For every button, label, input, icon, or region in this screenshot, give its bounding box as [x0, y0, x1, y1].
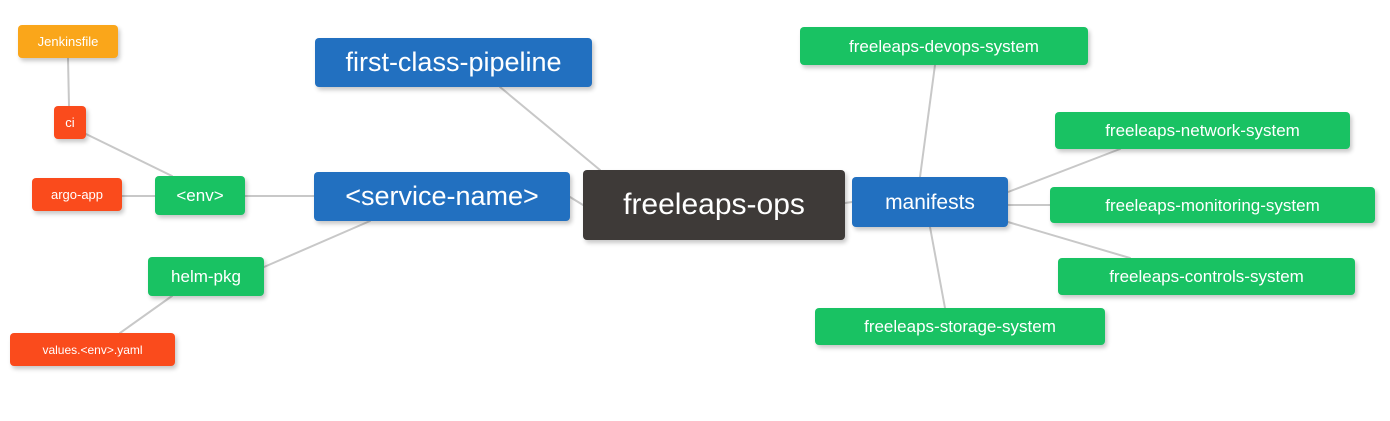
node-jenkinsfile[interactable]: Jenkinsfile [18, 25, 118, 58]
node-helm-pkg[interactable]: helm-pkg [148, 257, 264, 296]
edge-ci-to-jenkinsfile [67, 57, 70, 107]
node-freeleaps-devops-system[interactable]: freeleaps-devops-system [800, 27, 1088, 65]
edge-manifests-to-freeleaps-storage-system [929, 226, 946, 309]
node-label: freeleaps-storage-system [864, 317, 1056, 336]
edge-manifests-to-freeleaps-controls-system [1007, 221, 1131, 259]
node-service-name[interactable]: <service-name> [314, 172, 570, 221]
node-label: <service-name> [345, 181, 539, 211]
edge-env-to-ci [85, 133, 173, 177]
node-label: <env> [176, 186, 224, 205]
edge-manifests-to-freeleaps-network-system [1007, 148, 1121, 193]
edge-service-name-to-helm-pkg [263, 220, 371, 268]
node-freeleaps-ops[interactable]: freeleaps-ops [583, 170, 845, 240]
node-label: freeleaps-network-system [1105, 121, 1300, 140]
edge-manifests-to-freeleaps-devops-system [919, 64, 936, 178]
node-label: ci [65, 115, 75, 130]
node-freeleaps-monitoring-system[interactable]: freeleaps-monitoring-system [1050, 187, 1375, 223]
node-label: freeleaps-monitoring-system [1105, 195, 1320, 215]
node-ci[interactable]: ci [54, 106, 86, 139]
node-freeleaps-controls-system[interactable]: freeleaps-controls-system [1058, 258, 1355, 295]
node-label: values.<env>.yaml [42, 342, 143, 357]
node-label: freeleaps-controls-system [1109, 267, 1304, 286]
node-first-class-pipeline[interactable]: first-class-pipeline [315, 38, 592, 87]
node-label: first-class-pipeline [345, 47, 562, 77]
edge-freeleaps-ops-to-service-name [569, 196, 584, 206]
node-env[interactable]: <env> [155, 176, 245, 215]
edge-freeleaps-ops-to-first-class-pipeline [499, 86, 601, 171]
node-label: argo-app [50, 187, 104, 202]
node-label: manifests [885, 190, 975, 214]
node-freeleaps-network-system[interactable]: freeleaps-network-system [1055, 112, 1350, 149]
node-label: freeleaps-ops [623, 188, 805, 221]
node-label: helm-pkg [171, 267, 241, 286]
edge-freeleaps-ops-to-manifests [844, 201, 853, 204]
node-manifests[interactable]: manifests [852, 177, 1008, 227]
edge-helm-pkg-to-values-yaml [119, 295, 173, 334]
node-freeleaps-storage-system[interactable]: freeleaps-storage-system [815, 308, 1105, 345]
node-label: Jenkinsfile [37, 34, 99, 49]
node-values-yaml[interactable]: values.<env>.yaml [10, 333, 175, 366]
node-argo-app[interactable]: argo-app [32, 178, 122, 211]
node-label: freeleaps-devops-system [849, 36, 1039, 56]
